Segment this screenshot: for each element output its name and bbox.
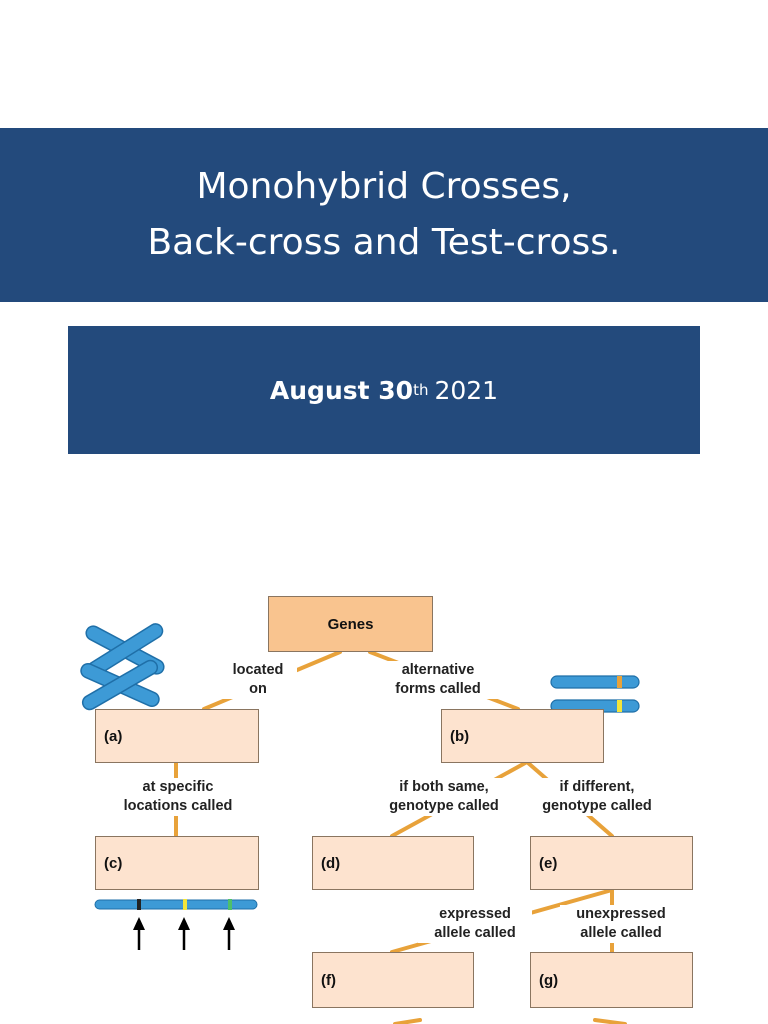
genes-label: Genes xyxy=(327,615,374,633)
node-c-label: (c) xyxy=(104,854,123,872)
edge-label-line: forms called xyxy=(395,681,481,697)
title-banner: Monohybrid Crosses, Back-cross and Test-… xyxy=(0,128,768,302)
node-f-box: (f) xyxy=(312,952,474,1008)
edge-label-unexpressed: unexpressed allele called xyxy=(560,905,682,943)
edge-label-line: if different, xyxy=(559,779,635,795)
edge-label-different: if different, genotype called xyxy=(524,778,670,816)
node-b-box: (b) xyxy=(441,709,604,763)
date-year: 2021 xyxy=(434,375,499,405)
node-g-box: (g) xyxy=(530,952,693,1008)
locus-arrows xyxy=(133,917,235,950)
edge-label-located-on: located on xyxy=(219,661,297,699)
edge-label-line: alternative xyxy=(401,662,475,678)
chromosome-x-icon xyxy=(80,623,165,711)
title-line-2: Back-cross and Test-cross. xyxy=(147,222,621,263)
edge-label-line: allele called xyxy=(434,925,516,941)
node-a-box: (a) xyxy=(95,709,259,763)
edge-label-expressed: expressed allele called xyxy=(418,905,532,943)
node-d-label: (d) xyxy=(321,854,341,872)
edge-label-line: at specific xyxy=(142,779,214,795)
edge-label-line: expressed xyxy=(439,906,511,922)
node-e-label: (e) xyxy=(539,854,558,872)
edge-label-line: on xyxy=(249,681,267,697)
node-b-label: (b) xyxy=(450,727,470,745)
edge-label-specific-locations: at specific locations called xyxy=(114,778,242,816)
gene-concept-map: Genes (a) (b) (c) (d) (e) (f) (g) locate… xyxy=(0,580,768,1024)
connector-f-bottom xyxy=(393,1018,422,1024)
node-g-label: (g) xyxy=(539,971,559,989)
edge-label-line: allele called xyxy=(580,925,662,941)
edge-label-line: genotype called xyxy=(542,798,652,814)
edge-label-alternative-forms: alternative forms called xyxy=(376,661,500,699)
locus-chromosome-icon xyxy=(94,899,258,910)
node-f-label: (f) xyxy=(321,971,336,989)
connector-g-bottom xyxy=(593,1018,627,1024)
title-line-1: Monohybrid Crosses, xyxy=(196,166,572,207)
genes-box: Genes xyxy=(268,596,433,652)
node-e-box: (e) xyxy=(530,836,693,890)
edge-label-line: if both same, xyxy=(399,779,489,795)
chromosome-pair-icon xyxy=(550,675,640,713)
node-c-box: (c) xyxy=(95,836,259,890)
edge-label-line: unexpressed xyxy=(576,906,666,922)
edge-label-line: genotype called xyxy=(389,798,499,814)
node-a-label: (a) xyxy=(104,727,123,745)
edge-label-line: locations called xyxy=(123,798,233,814)
edge-label-line: located xyxy=(232,662,284,678)
edge-label-both-same: if both same, genotype called xyxy=(372,778,516,816)
date-text: August 30 xyxy=(269,375,414,405)
node-d-box: (d) xyxy=(312,836,474,890)
